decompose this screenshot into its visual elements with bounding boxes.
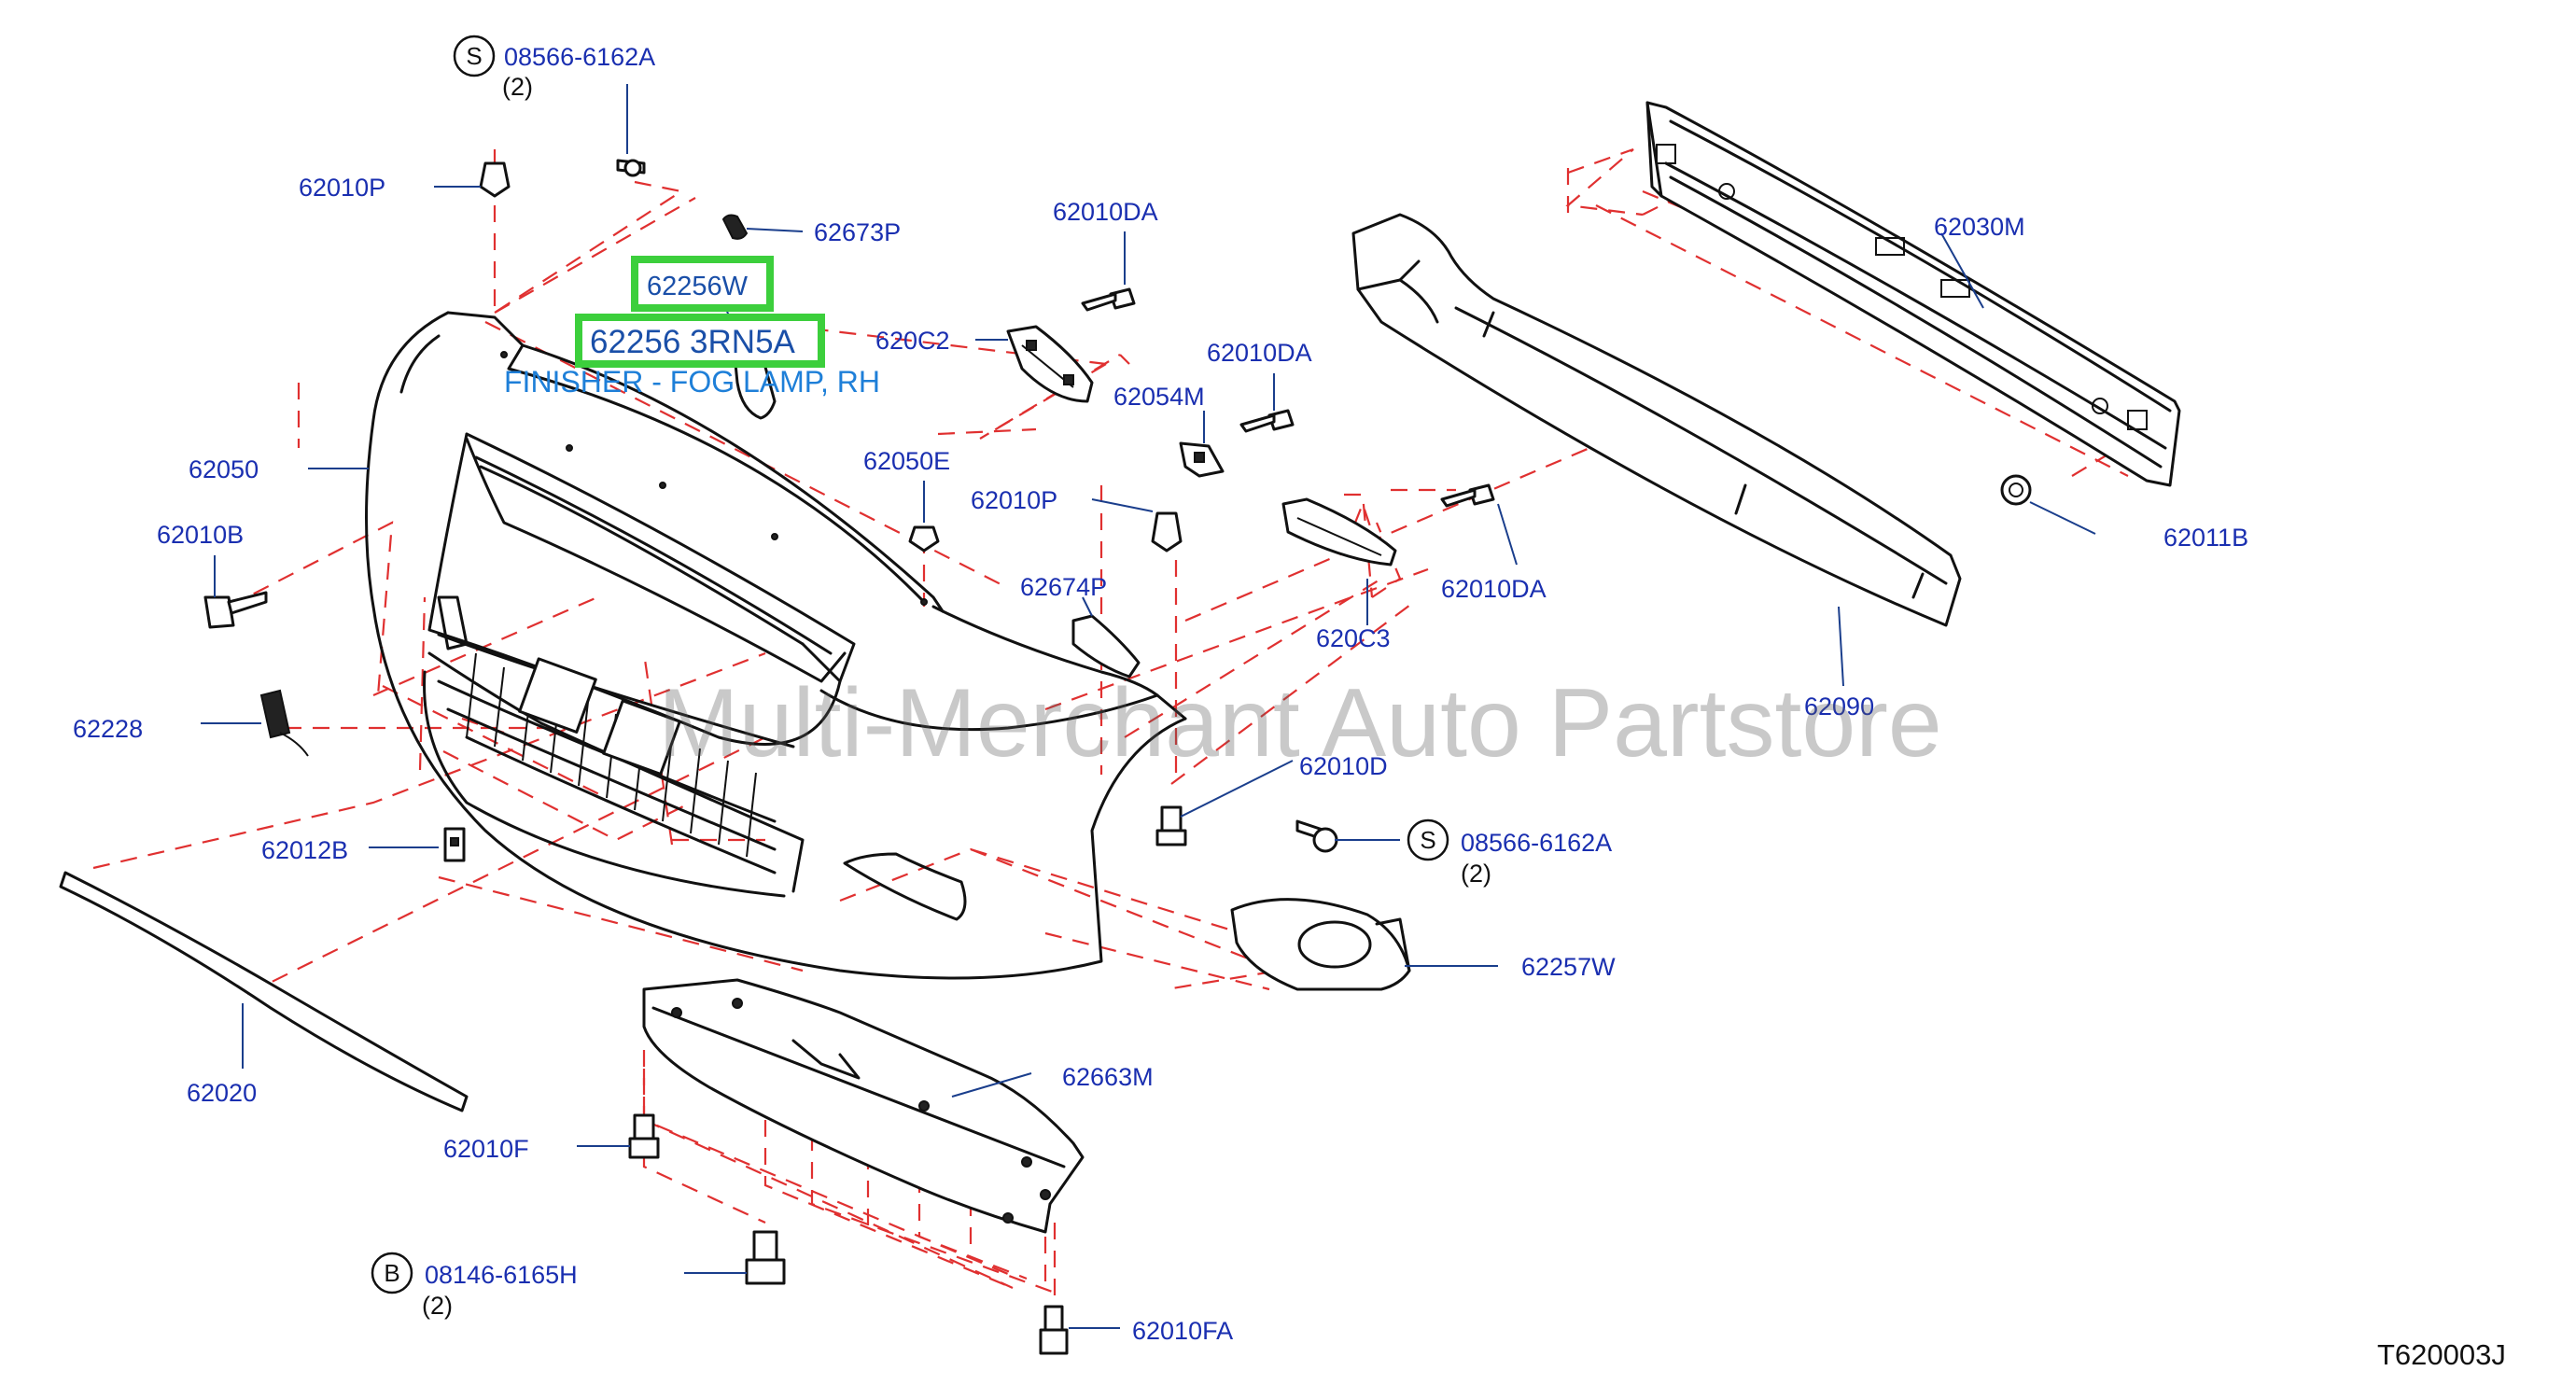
part-620C3-bracket <box>1281 497 1397 567</box>
fasteners <box>203 159 2032 1355</box>
label-62674P[interactable]: 62674P <box>1020 573 1107 601</box>
part-620C2-bracket <box>1006 325 1094 403</box>
screw-symbol-mid: S <box>1420 826 1435 854</box>
label-62030M[interactable]: 62030M <box>1934 213 2025 241</box>
part-62012B-clip <box>443 827 466 862</box>
part-62674P-bracket <box>1071 614 1141 679</box>
label-62010P-b[interactable]: 62010P <box>971 486 1057 514</box>
label-62010DA-c[interactable]: 62010DA <box>1441 575 1547 603</box>
symbol-markers: S S B <box>371 35 1449 1294</box>
highlight-description: FINISHER - FOG LAMP, RH <box>504 365 880 399</box>
label-62257W[interactable]: 62257W <box>1521 953 1616 981</box>
highlight-box-62256W <box>631 256 774 312</box>
label-62010F[interactable]: 62010F <box>443 1135 529 1163</box>
watermark: Multi-Merchant Auto Partstore <box>658 669 1942 777</box>
label-62663M[interactable]: 62663M <box>1062 1063 1154 1091</box>
part-62673P-clip <box>721 214 749 240</box>
label-62050[interactable]: 62050 <box>189 455 259 483</box>
part-62030M-reinforcement <box>1645 101 2181 487</box>
label-08566-top[interactable]: 08566-6162A <box>504 43 655 71</box>
label-62011B[interactable]: 62011B <box>2163 524 2248 552</box>
part-62090-absorber <box>1351 213 1962 627</box>
leader-lines <box>201 84 2096 1329</box>
highlight-box-62256-3RN5A <box>575 314 825 368</box>
label-08566-mid[interactable]: 08566-6162A <box>1461 829 1612 857</box>
label-62020[interactable]: 62020 <box>187 1079 257 1107</box>
label-62010P-a[interactable]: 62010P <box>299 174 385 202</box>
highlight-62256-3RN5A[interactable]: 62256 3RN5A <box>590 324 796 360</box>
highlight-62256W[interactable]: 62256W <box>647 272 749 301</box>
label-62010DA-a[interactable]: 62010DA <box>1053 198 1158 226</box>
label-62090[interactable]: 62090 <box>1804 692 1874 720</box>
label-62673P[interactable]: 62673P <box>814 218 901 246</box>
label-62010B[interactable]: 62010B <box>157 521 244 549</box>
part-62257W-fog-finisher <box>1230 898 1411 991</box>
label-62010D[interactable]: 62010D <box>1299 752 1388 780</box>
part-62663M-undercover <box>642 978 1085 1234</box>
label-62010FA[interactable]: 62010FA <box>1132 1317 1233 1345</box>
label-62010DA-b[interactable]: 62010DA <box>1207 339 1312 367</box>
label-qty-top: (2) <box>502 73 533 101</box>
label-62050E[interactable]: 62050E <box>863 447 950 475</box>
label-qty-bot: (2) <box>422 1292 453 1320</box>
bolt-symbol-bot: B <box>384 1259 399 1287</box>
part-62054M-clip <box>1179 441 1225 478</box>
label-62228[interactable]: 62228 <box>73 715 143 743</box>
label-08146[interactable]: 08146-6165H <box>425 1261 578 1289</box>
label-620C3[interactable]: 620C3 <box>1316 624 1391 652</box>
part-62228-sensor <box>259 689 309 757</box>
diagram-code: T620003J <box>2377 1338 2506 1371</box>
label-62054M[interactable]: 62054M <box>1113 383 1205 411</box>
label-qty-mid: (2) <box>1461 860 1491 888</box>
label-620C2[interactable]: 620C2 <box>875 327 950 355</box>
part-labels: 08566-6162A (2) 62010P 62673P 62010DA 62… <box>73 43 2248 1345</box>
label-62012B[interactable]: 62012B <box>261 836 348 864</box>
highlight-callout: 62256W 62256 3RN5A FINISHER - FOG LAMP, … <box>504 256 880 399</box>
part-62020-molding <box>59 871 469 1112</box>
part-62050-bumper-fascia <box>365 311 1187 980</box>
screw-symbol-top: S <box>466 42 482 70</box>
